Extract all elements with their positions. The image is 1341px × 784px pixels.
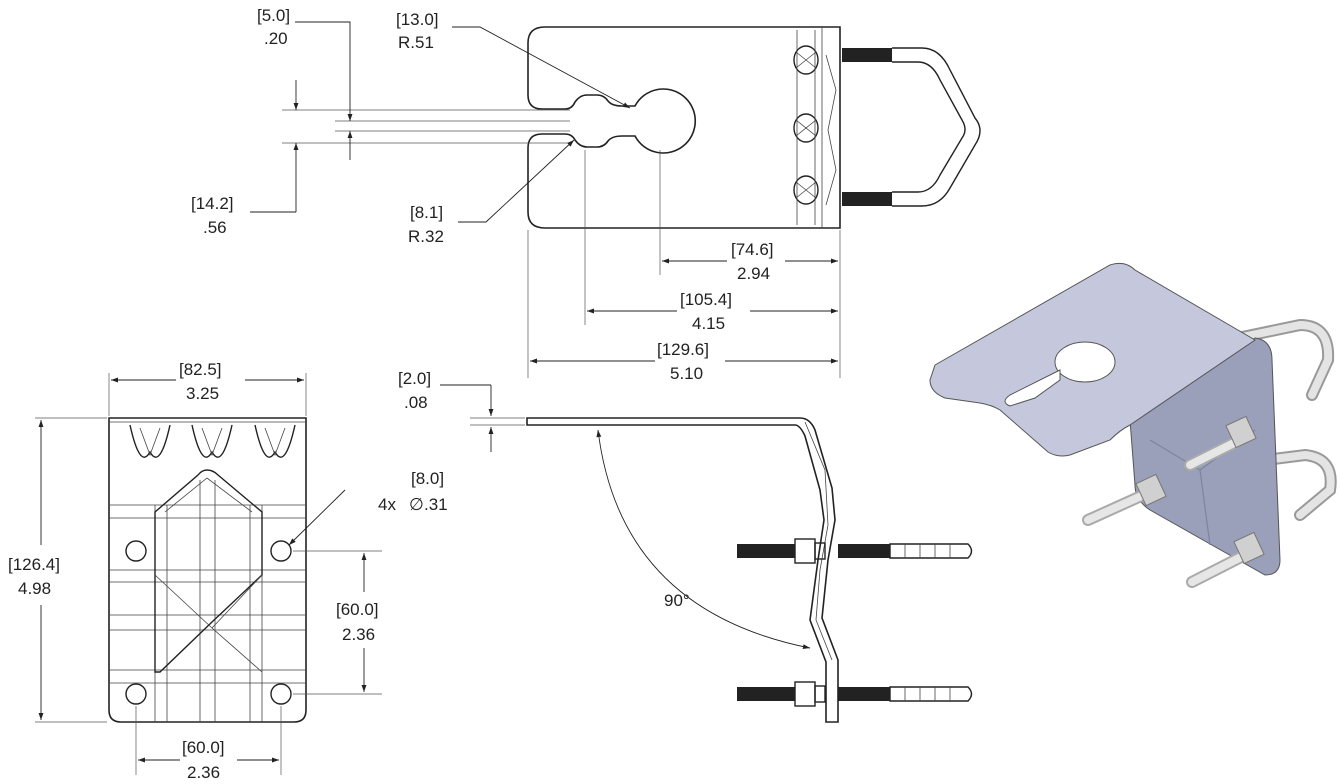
dim-label: 3.25 <box>186 384 219 403</box>
dim-label: [129.6] <box>657 340 709 359</box>
iso-bolts <box>1082 415 1265 588</box>
dim-label: 2.36 <box>187 763 220 782</box>
mount-hole <box>270 683 292 705</box>
mount-hole <box>125 540 147 562</box>
dim-plate-width: [82.5] 3.25 <box>111 360 304 403</box>
dim-label: [5.0] <box>257 6 290 25</box>
dim-hole-offset: [74.6] 2.94 <box>662 240 838 283</box>
dim-label: ∅ <box>409 495 424 514</box>
dim-label: [74.6] <box>731 240 774 259</box>
u-bolt-top <box>842 47 981 207</box>
dim-label: [8.0] <box>411 469 444 488</box>
dim-label: R.51 <box>398 33 434 52</box>
dim-hole-h-spacing: [60.0] 2.36 <box>138 738 279 782</box>
dim-label: .31 <box>424 495 448 514</box>
dim-keyhole-radius: [13.0] R.51 <box>396 10 631 109</box>
dim-label: .56 <box>203 218 227 237</box>
top-view <box>282 26 981 378</box>
top-plate-outline <box>527 26 841 229</box>
mount-hole <box>125 683 147 705</box>
dim-label: .08 <box>404 393 428 412</box>
dim-thickness: [2.0] .08 <box>398 369 494 452</box>
dim-label: [8.1] <box>410 203 443 222</box>
dim-label: R.32 <box>408 227 444 246</box>
dim-hole-v-spacing: [60.0] 2.36 <box>336 553 379 692</box>
rib-scallops <box>129 424 296 458</box>
side-view <box>470 417 973 723</box>
bolts-side <box>737 538 973 707</box>
dim-slot-radius: [8.1] R.32 <box>408 139 575 246</box>
mount-hole <box>270 540 292 562</box>
dim-label: .20 <box>264 29 288 48</box>
dim-label: [82.5] <box>179 360 222 379</box>
dim-label: [14.2] <box>191 194 234 213</box>
dim-label: 4.98 <box>18 579 51 598</box>
dim-overall-length: [129.6] 5.10 <box>530 340 838 383</box>
dim-neck-width: [14.2] .56 <box>191 80 299 237</box>
dim-label: 2.36 <box>342 625 375 644</box>
dim-label: [105.4] <box>680 290 732 309</box>
rib-bumps <box>793 30 819 225</box>
dim-label: 5.10 <box>670 364 703 383</box>
dim-label: [126.4] <box>8 555 60 574</box>
dim-label: [2.0] <box>398 369 431 388</box>
angle-label: 90° <box>664 591 690 610</box>
dim-slot-width: [5.0] .20 <box>257 6 353 160</box>
isometric-view <box>929 262 1337 588</box>
dim-label: 4.15 <box>692 314 725 333</box>
dim-label: [60.0] <box>336 600 379 619</box>
front-view <box>35 373 382 775</box>
dim-label: [60.0] <box>182 738 225 757</box>
dim-label: 4x <box>378 495 396 514</box>
dim-label: 2.94 <box>737 264 770 283</box>
dim-slot-offset: [105.4] 4.15 <box>587 290 838 333</box>
side-profile <box>526 417 839 723</box>
dim-label: [13.0] <box>396 10 439 29</box>
dim-plate-height: [126.4] 4.98 <box>8 420 60 720</box>
dim-hole-diameter: [8.0] 4x ∅ .31 <box>288 469 448 546</box>
